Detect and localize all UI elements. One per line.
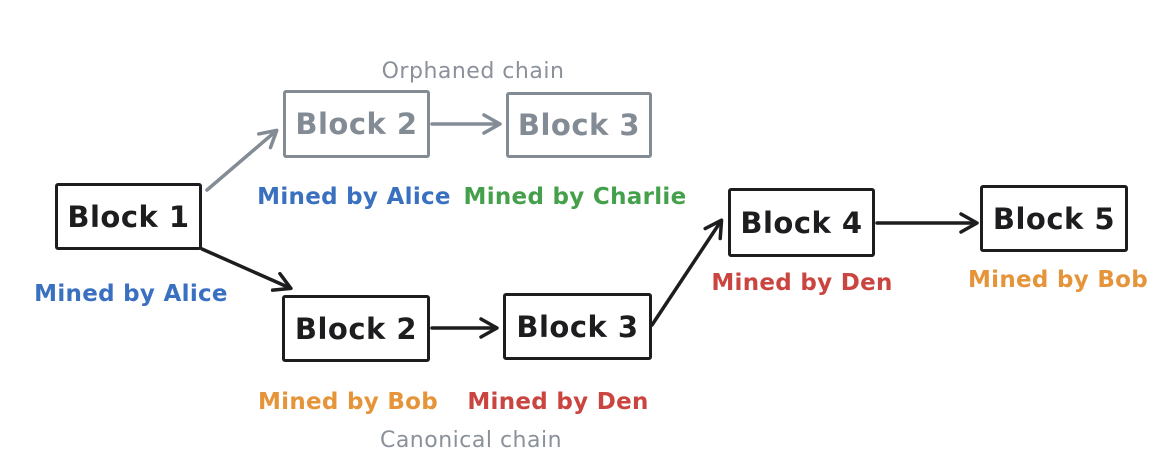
- canonical-block3-miner-label: Mined by Den: [467, 389, 649, 415]
- orphaned-chain-label: Orphaned chain: [381, 59, 565, 84]
- orphan-block2-miner-label: Mined by Alice: [257, 184, 451, 210]
- arrow-block1-to-orphan-block2: [205, 128, 279, 192]
- canonical-block2-node: Block 2: [282, 295, 430, 362]
- orphan-block3-miner-label: Mined by Charlie: [463, 184, 687, 210]
- canonical-block2-miner-label: Mined by Bob: [257, 389, 439, 415]
- block5-miner-label: Mined by Bob: [967, 267, 1149, 293]
- canonical-block2-label: Block 2: [294, 311, 418, 346]
- block4-miner-label: Mined by Den: [711, 270, 893, 296]
- block1-label: Block 1: [67, 199, 190, 234]
- orphan-block3-label: Block 3: [517, 108, 641, 142]
- canonical-block3-label: Block 3: [516, 309, 639, 344]
- block4-node: Block 4: [728, 188, 875, 257]
- orphan-block2-label: Block 2: [295, 107, 418, 141]
- block1-node: Block 1: [55, 183, 202, 250]
- orphan-block3-node: Block 3: [506, 92, 652, 158]
- orphan-block2-node: Block 2: [283, 90, 430, 158]
- block1-miner-label: Mined by Alice: [34, 281, 228, 307]
- canonical-chain-label: Canonical chain: [379, 428, 563, 453]
- block5-label: Block 5: [992, 201, 1116, 236]
- block5-node: Block 5: [980, 185, 1128, 252]
- canonical-block3-node: Block 3: [503, 293, 652, 360]
- block4-label: Block 4: [740, 205, 863, 240]
